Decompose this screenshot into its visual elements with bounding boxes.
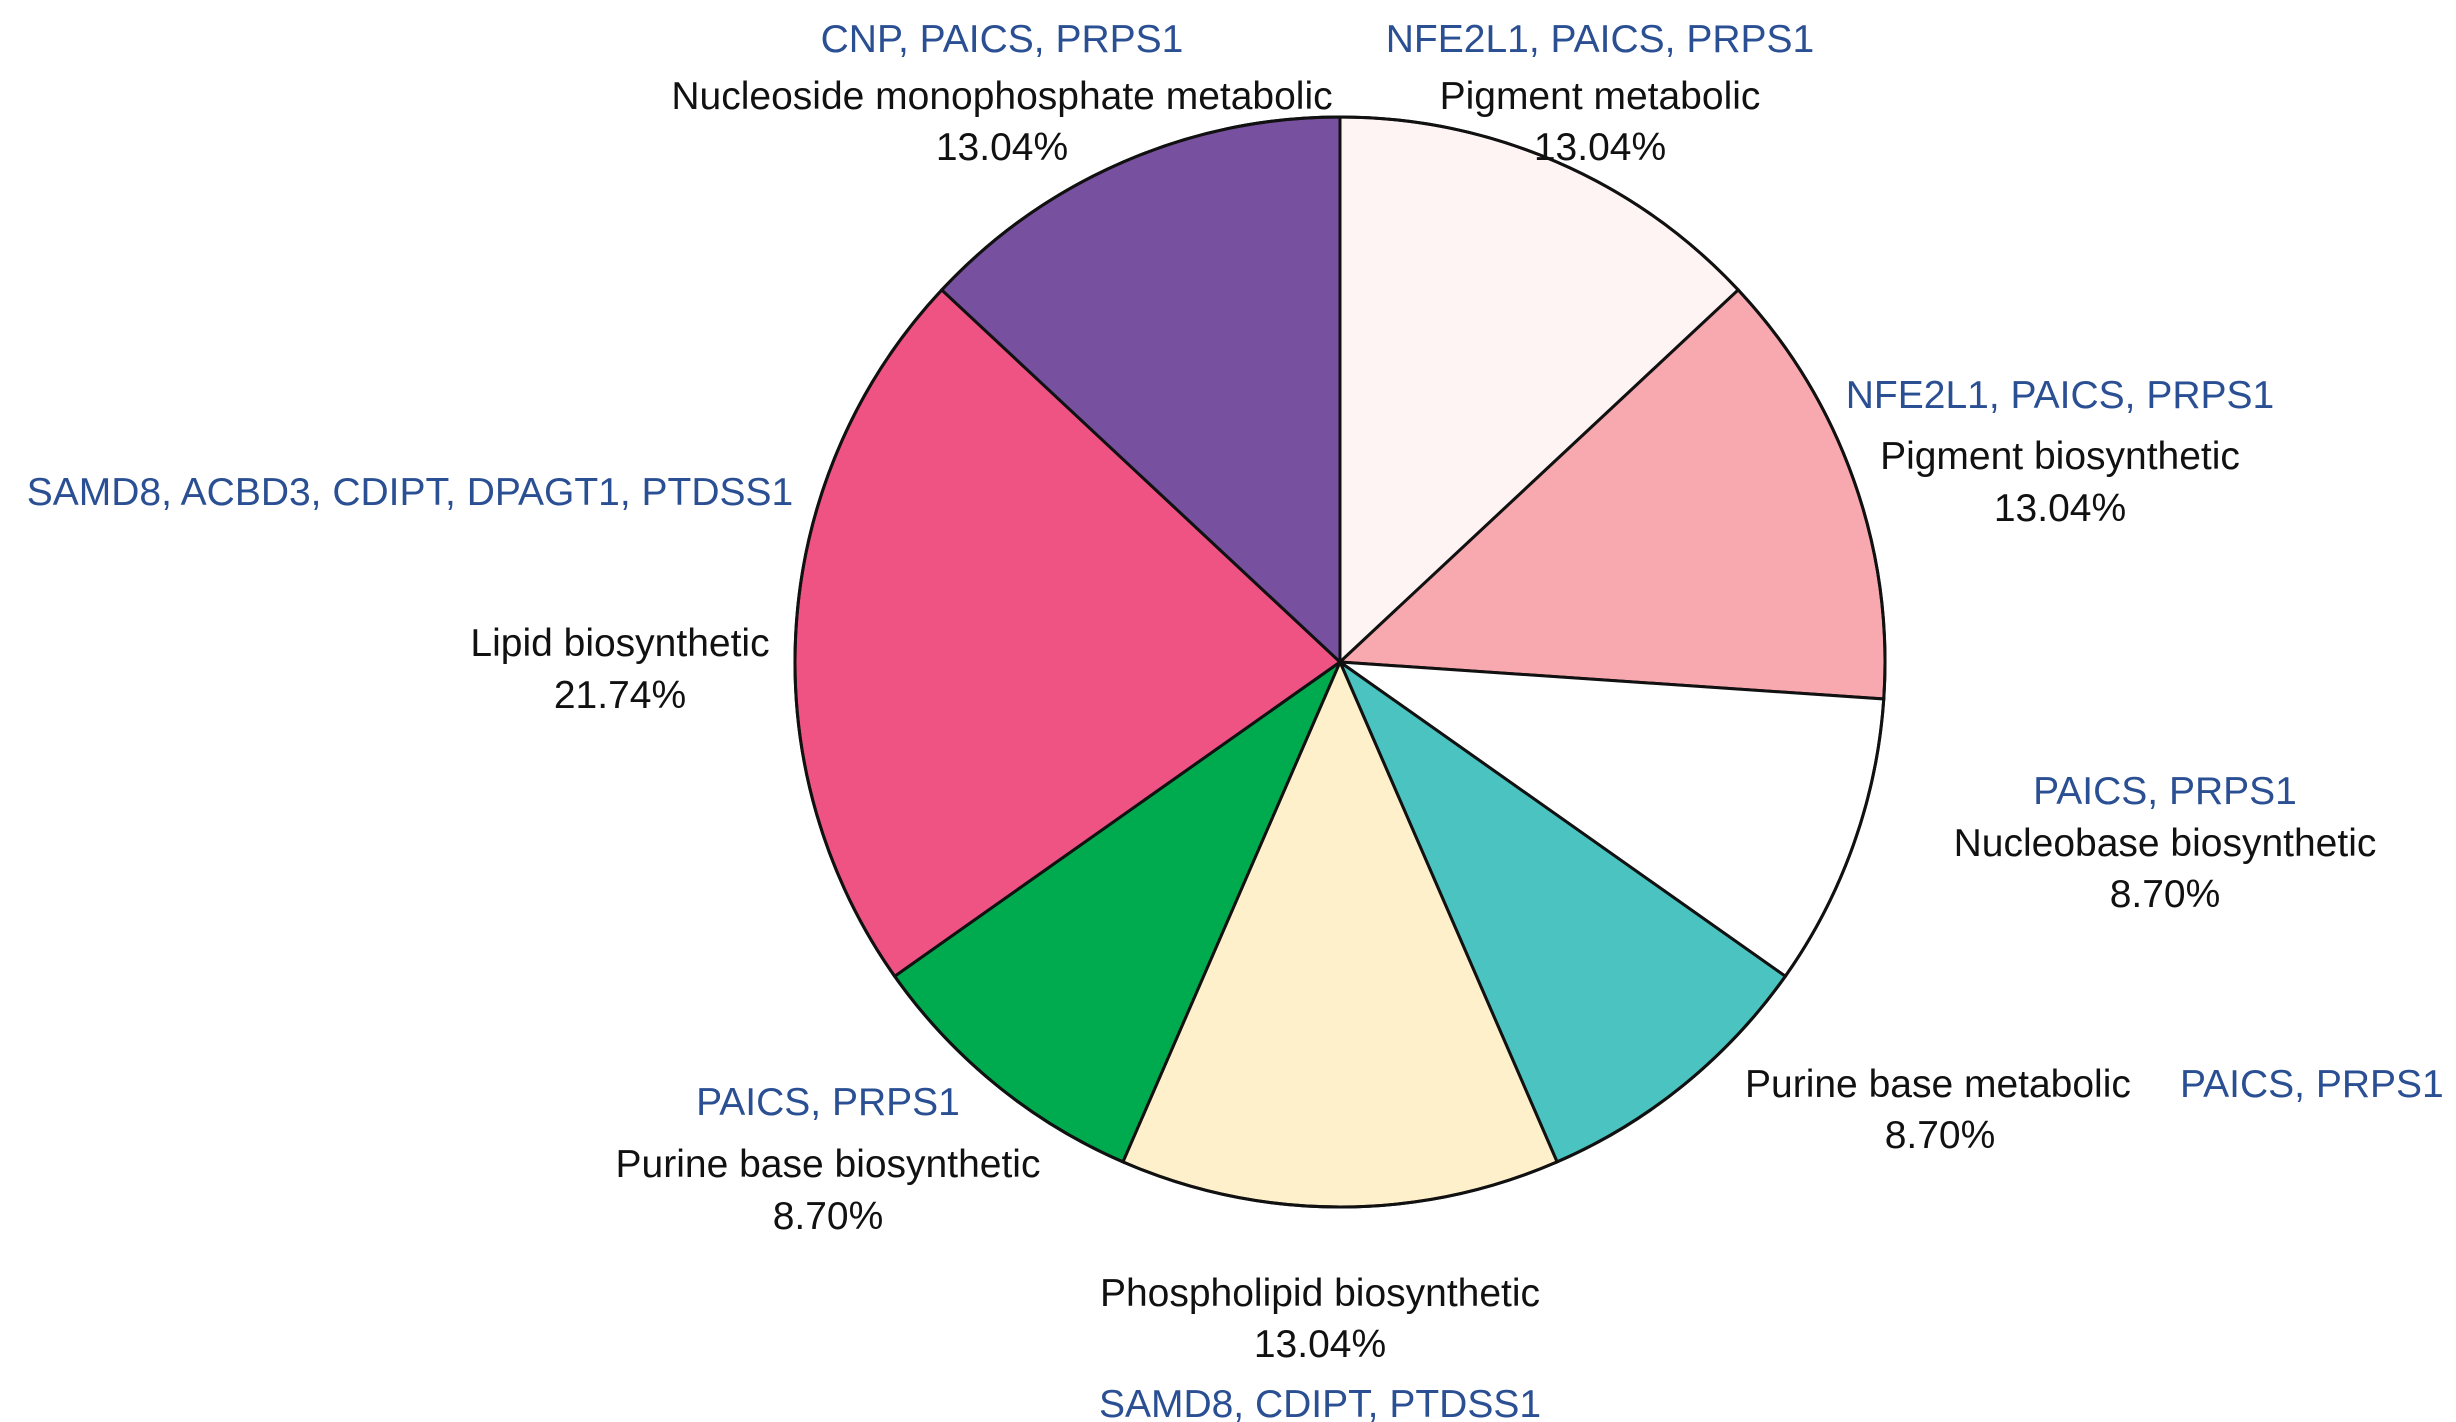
slice-percent-nucleobase-biosynthetic: 8.70%: [2110, 873, 2221, 916]
slice-percent-pigment-metabolic: 13.04%: [1534, 126, 1666, 169]
gene-list-nucleoside-monophosphate-metabolic: CNP, PAICS, PRPS1: [821, 18, 1184, 61]
slice-percent-pigment-biosynthetic: 13.04%: [1994, 487, 2126, 530]
gene-list-lipid-biosynthetic: SAMD8, ACBD3, CDIPT, DPAGT1, PTDSS1: [27, 471, 793, 514]
slice-label-purine-base-metabolic: Purine base metabolic: [1745, 1063, 2131, 1106]
gene-list-pigment-metabolic: NFE2L1, PAICS, PRPS1: [1386, 18, 1814, 61]
pie-outline: [793, 115, 1887, 1209]
gene-list-nucleobase-biosynthetic: PAICS, PRPS1: [2033, 770, 2297, 813]
gene-list-purine-base-biosynthetic: PAICS, PRPS1: [696, 1081, 960, 1124]
slice-percent-lipid-biosynthetic: 21.74%: [554, 674, 686, 717]
slice-label-nucleobase-biosynthetic: Nucleobase biosynthetic: [1954, 822, 2377, 865]
slice-label-phospholipid-biosynthetic: Phospholipid biosynthetic: [1100, 1272, 1540, 1315]
gene-list-phospholipid-biosynthetic: SAMD8, CDIPT, PTDSS1: [1099, 1383, 1541, 1422]
slice-label-pigment-metabolic: Pigment metabolic: [1440, 75, 1761, 118]
slice-percent-phospholipid-biosynthetic: 13.04%: [1254, 1323, 1386, 1366]
gene-list-purine-base-metabolic: PAICS, PRPS1: [2180, 1063, 2444, 1106]
slice-percent-nucleoside-monophosphate-metabolic: 13.04%: [936, 126, 1068, 169]
slice-label-nucleoside-monophosphate-metabolic: Nucleoside monophosphate metabolic: [671, 75, 1332, 118]
slice-label-purine-base-biosynthetic: Purine base biosynthetic: [616, 1143, 1041, 1186]
slice-label-pigment-biosynthetic: Pigment biosynthetic: [1880, 435, 2240, 478]
slice-percent-purine-base-metabolic: 8.70%: [1885, 1114, 1996, 1157]
gene-list-pigment-biosynthetic: NFE2L1, PAICS, PRPS1: [1846, 374, 2274, 417]
slice-percent-purine-base-biosynthetic: 8.70%: [773, 1195, 884, 1238]
pie-slices: [793, 115, 1887, 1209]
slice-label-lipid-biosynthetic: Lipid biosynthetic: [470, 622, 769, 665]
